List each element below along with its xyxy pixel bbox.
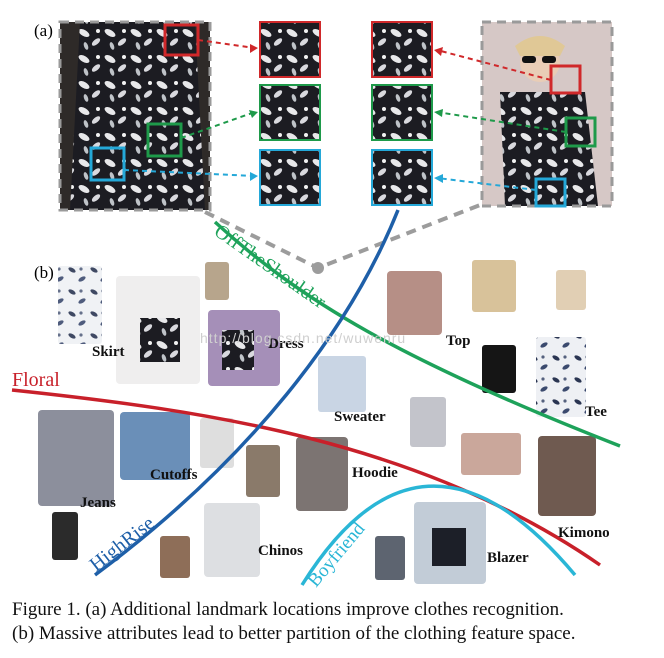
figure-1: (a) bbox=[11, 20, 621, 591]
caption-line-2: (b) Massive attributes lead to better pa… bbox=[12, 623, 576, 644]
source-photo-left bbox=[58, 20, 212, 212]
patch-crops-left bbox=[259, 21, 321, 206]
watermark: http://blog.csdn.net/wuwenru bbox=[200, 330, 407, 346]
category-label-jeans: Jeans bbox=[80, 495, 116, 511]
curve-floral bbox=[11, 388, 601, 567]
curve-off-the-shoulder bbox=[213, 220, 621, 448]
category-label-cutoffs: Cutoffs bbox=[150, 467, 198, 483]
attribute-label-floral: Floral bbox=[12, 369, 60, 391]
category-label-chinos: Chinos bbox=[258, 543, 303, 559]
category-label-top: Top bbox=[446, 333, 470, 349]
panel-label-b: (b) bbox=[34, 263, 54, 282]
attribute-label-boyfriend: Boyfriend bbox=[304, 518, 370, 591]
landmark-box-cyan-right bbox=[534, 177, 567, 208]
landmark-arrows-left bbox=[123, 39, 256, 177]
caption-line-1: Figure 1. (a) Additional landmark locati… bbox=[12, 599, 564, 620]
landmark-box-cyan bbox=[89, 146, 126, 182]
landmark-arrows-right bbox=[436, 49, 567, 191]
figure-canvas: (a) bbox=[11, 20, 621, 591]
landmark-box-green bbox=[146, 122, 183, 158]
curve-boyfriend bbox=[300, 484, 577, 586]
patch-crops-right bbox=[371, 21, 433, 206]
category-label-sweater: Sweater bbox=[334, 409, 386, 425]
category-label-kimono: Kimono bbox=[558, 525, 610, 541]
category-label-dress: Dress bbox=[268, 336, 304, 352]
grey-connector bbox=[204, 203, 481, 274]
category-label-tee: Tee bbox=[585, 404, 607, 420]
panel-label-a: (a) bbox=[34, 21, 53, 40]
attribute-label-high-rise: HighRise bbox=[86, 512, 159, 576]
category-label-hoodie: Hoodie bbox=[352, 465, 398, 481]
thumbnails bbox=[38, 260, 596, 584]
category-label-skirt: Skirt bbox=[92, 344, 125, 360]
curve-high-rise bbox=[93, 209, 400, 577]
category-label-blazer: Blazer bbox=[487, 550, 529, 566]
figure-caption: Figure 1. (a) Additional landmark locati… bbox=[12, 598, 657, 646]
